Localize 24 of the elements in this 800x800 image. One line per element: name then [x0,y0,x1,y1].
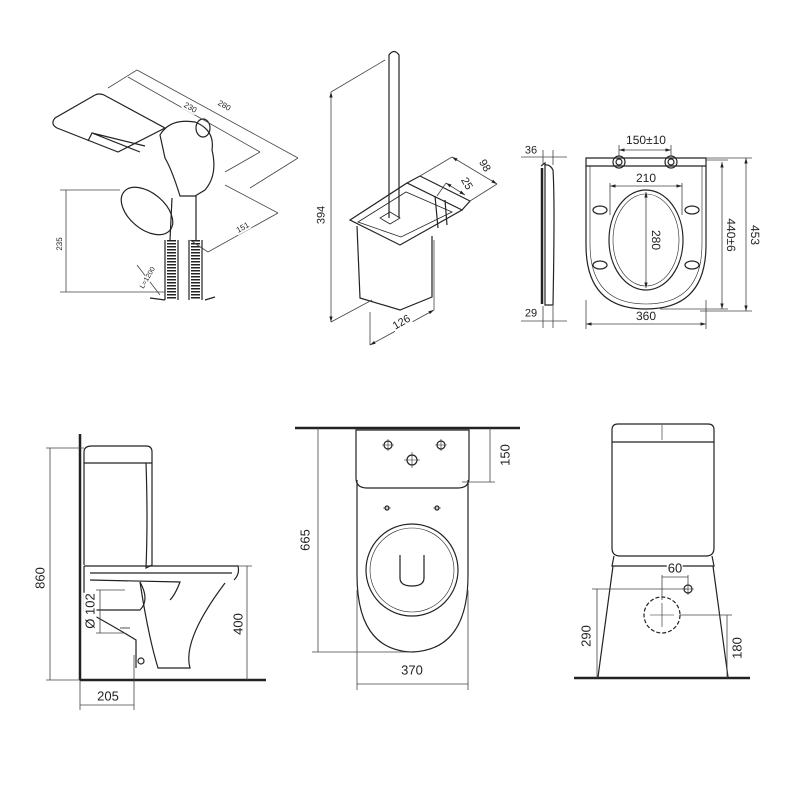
dimension-value: 290 [580,624,592,648]
dimension-value: 126 [390,313,414,333]
dimension-value: 230 [181,100,199,116]
dimension-value: 29 [524,308,538,320]
dimension-value: 400 [232,612,244,636]
dimension-value: 150±10 [625,134,667,146]
dimension-value: 370 [400,664,424,676]
dimension-value: 205 [96,690,120,702]
dimension-value: 280 [650,228,662,252]
dimension-value: 394 [316,204,328,226]
dimension-value: 210 [634,172,658,184]
dimension-value: 36 [524,146,538,156]
dimension-value: 235 [56,236,64,252]
dimension-value: 453 [749,224,761,246]
dimension-value: 440±6 [725,217,737,253]
dimension-value: 150 [498,443,512,467]
dimension-value: Ø 102 [84,592,96,630]
dimension-value: 180 [730,636,744,660]
dimension-value: 151 [234,220,252,236]
dimension-value: 360 [634,310,658,322]
dimension-value: 60 [666,562,684,574]
dimension-value: 860 [34,566,46,590]
dimension-value: 280 [215,98,233,114]
dimension-value: 665 [298,528,312,552]
